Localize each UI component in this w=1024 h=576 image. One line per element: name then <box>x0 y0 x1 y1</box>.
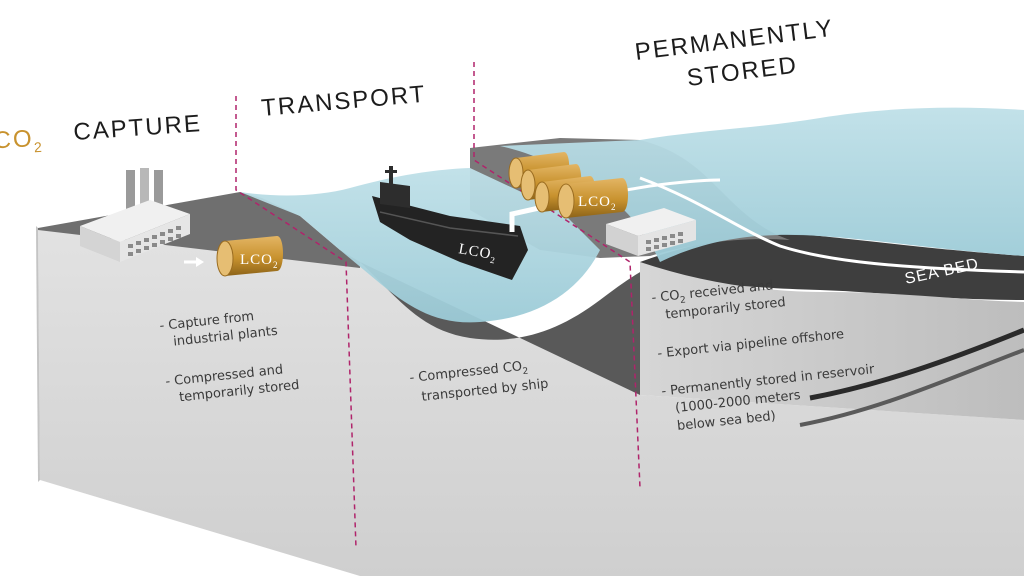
heading-co2: CO <box>0 125 34 154</box>
factory-icon <box>80 168 190 262</box>
svg-text:LCO2: LCO2 <box>578 194 617 212</box>
factory-windows <box>128 226 181 256</box>
tank-label-main: LCO <box>240 252 273 268</box>
svg-text:CO2: CO2 <box>0 125 44 158</box>
ship-label-main: LCO <box>457 241 492 262</box>
ship-icon: LCO2 <box>372 166 528 280</box>
stack-label-main: LCO <box>578 194 611 210</box>
transport-note-sub: 2 <box>522 367 529 378</box>
ship-label-sub: 2 <box>489 255 496 266</box>
divider-transport-storage <box>473 62 641 489</box>
factory-front <box>80 226 120 262</box>
sea-offshore <box>500 107 1024 262</box>
ship-deck-line <box>379 211 519 237</box>
svg-text:LCO2: LCO2 <box>457 241 498 265</box>
ship-hull <box>372 196 528 280</box>
heading-transport: TRANSPORT <box>260 81 427 122</box>
block-left-edge <box>36 226 40 482</box>
divider-capture-transport <box>235 96 357 549</box>
seabed-line <box>639 176 1024 274</box>
svg-text:LCO2: LCO2 <box>240 252 279 270</box>
factory-top <box>80 200 190 242</box>
ship-mast-top <box>385 170 397 173</box>
chimney-1 <box>126 170 135 210</box>
heading-co2-sub: 2 <box>34 139 45 155</box>
reservoir-layer-1 <box>809 327 1024 401</box>
block-front-face <box>38 228 1024 576</box>
storage-note-1-prefix: - CO <box>651 288 681 306</box>
ship-mast <box>389 166 393 184</box>
export-pipeline <box>625 178 721 192</box>
stack-label-sub: 2 <box>611 202 617 212</box>
chimney-2 <box>140 168 149 208</box>
tank-label-sub: 2 <box>273 260 279 270</box>
heading-capture: CAPTURE <box>73 110 203 146</box>
arrow-right-icon <box>184 257 204 267</box>
storage-building-icon <box>606 208 696 256</box>
tank-end <box>216 240 234 277</box>
storage-note-1-sub: 2 <box>680 295 687 306</box>
block-right-face <box>640 262 1024 420</box>
chimney-3 <box>154 170 163 210</box>
sea-area <box>240 107 1024 427</box>
seafloor-offshore <box>640 234 1024 300</box>
lco2-tank-stack: LCO2 <box>508 152 628 219</box>
tank-body <box>225 236 283 276</box>
tank-stack-4: LCO2 <box>557 178 628 219</box>
reservoir-layer-2 <box>799 348 1024 427</box>
ship-bridge <box>380 182 410 208</box>
sea-transport <box>240 168 600 323</box>
section-dividers <box>235 62 641 549</box>
seafloor-transport <box>360 262 660 395</box>
lco2-tank-capture: LCO2 <box>216 236 283 277</box>
